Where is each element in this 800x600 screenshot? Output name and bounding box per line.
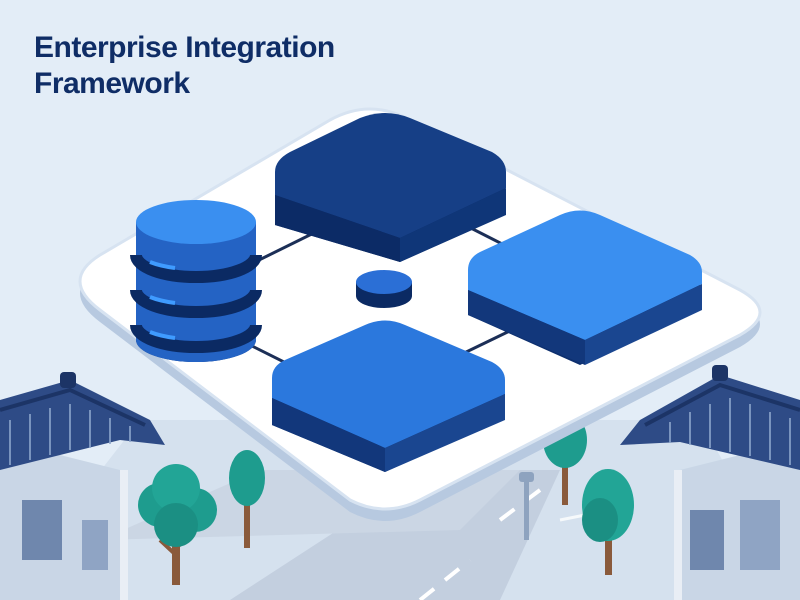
blue-block-right [468,210,702,365]
tree-left-small [229,450,265,548]
navy-block [275,113,506,262]
database-cylinder-icon [130,200,262,362]
page-title: Enterprise Integration Framework [34,31,335,100]
center-hub [356,270,412,308]
tree-left-large [138,464,217,585]
left-traditional-house [0,372,165,600]
right-traditional-house [620,365,800,600]
street-lamp [519,472,534,540]
tree-right-large [582,469,634,575]
blue-block-bottom [272,320,505,472]
